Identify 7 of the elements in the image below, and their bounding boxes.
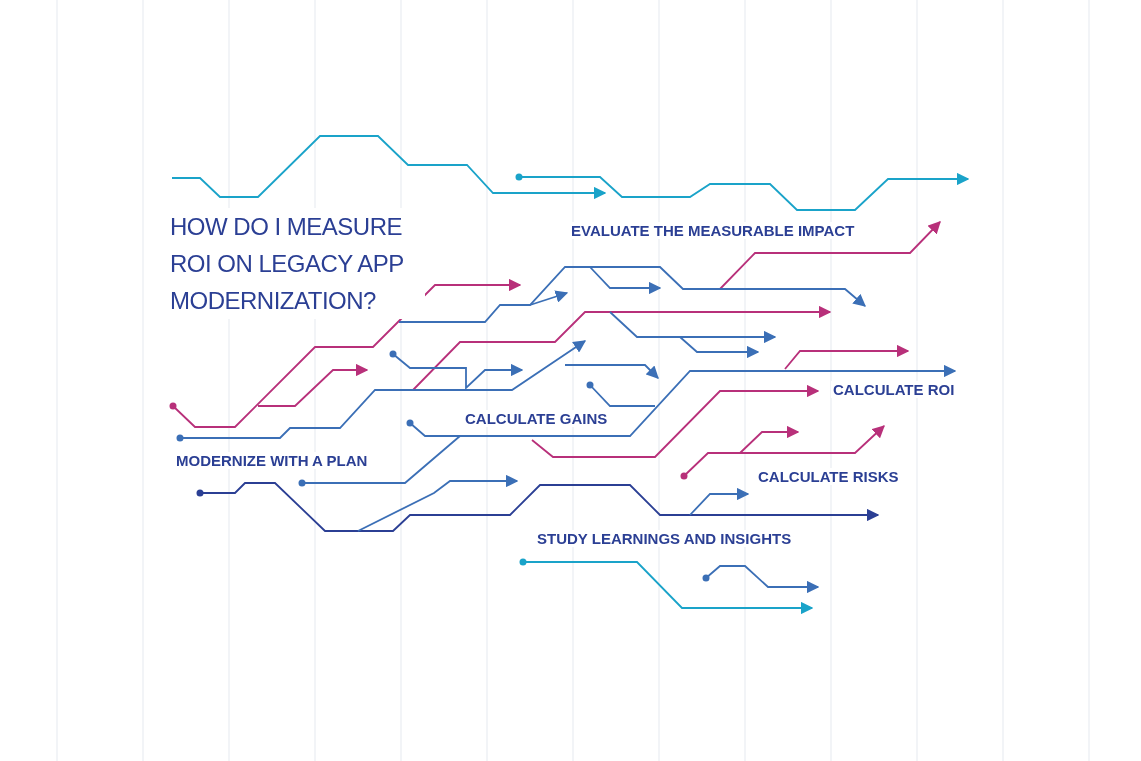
step-label: CALCULATE GAINS [463,410,610,427]
step-label: EVALUATE THE MEASURABLE IMPACT [569,222,857,239]
step-label: STUDY LEARNINGS AND INSIGHTS [535,530,794,547]
step-label: CALCULATE ROI [831,381,957,398]
step-label: CALCULATE RISKS [756,468,901,485]
step-label: MODERNIZE WITH A PLAN [174,452,370,469]
title: HOW DO I MEASURE ROI ON LEGACY APP MODERNIZATION? [170,208,425,319]
